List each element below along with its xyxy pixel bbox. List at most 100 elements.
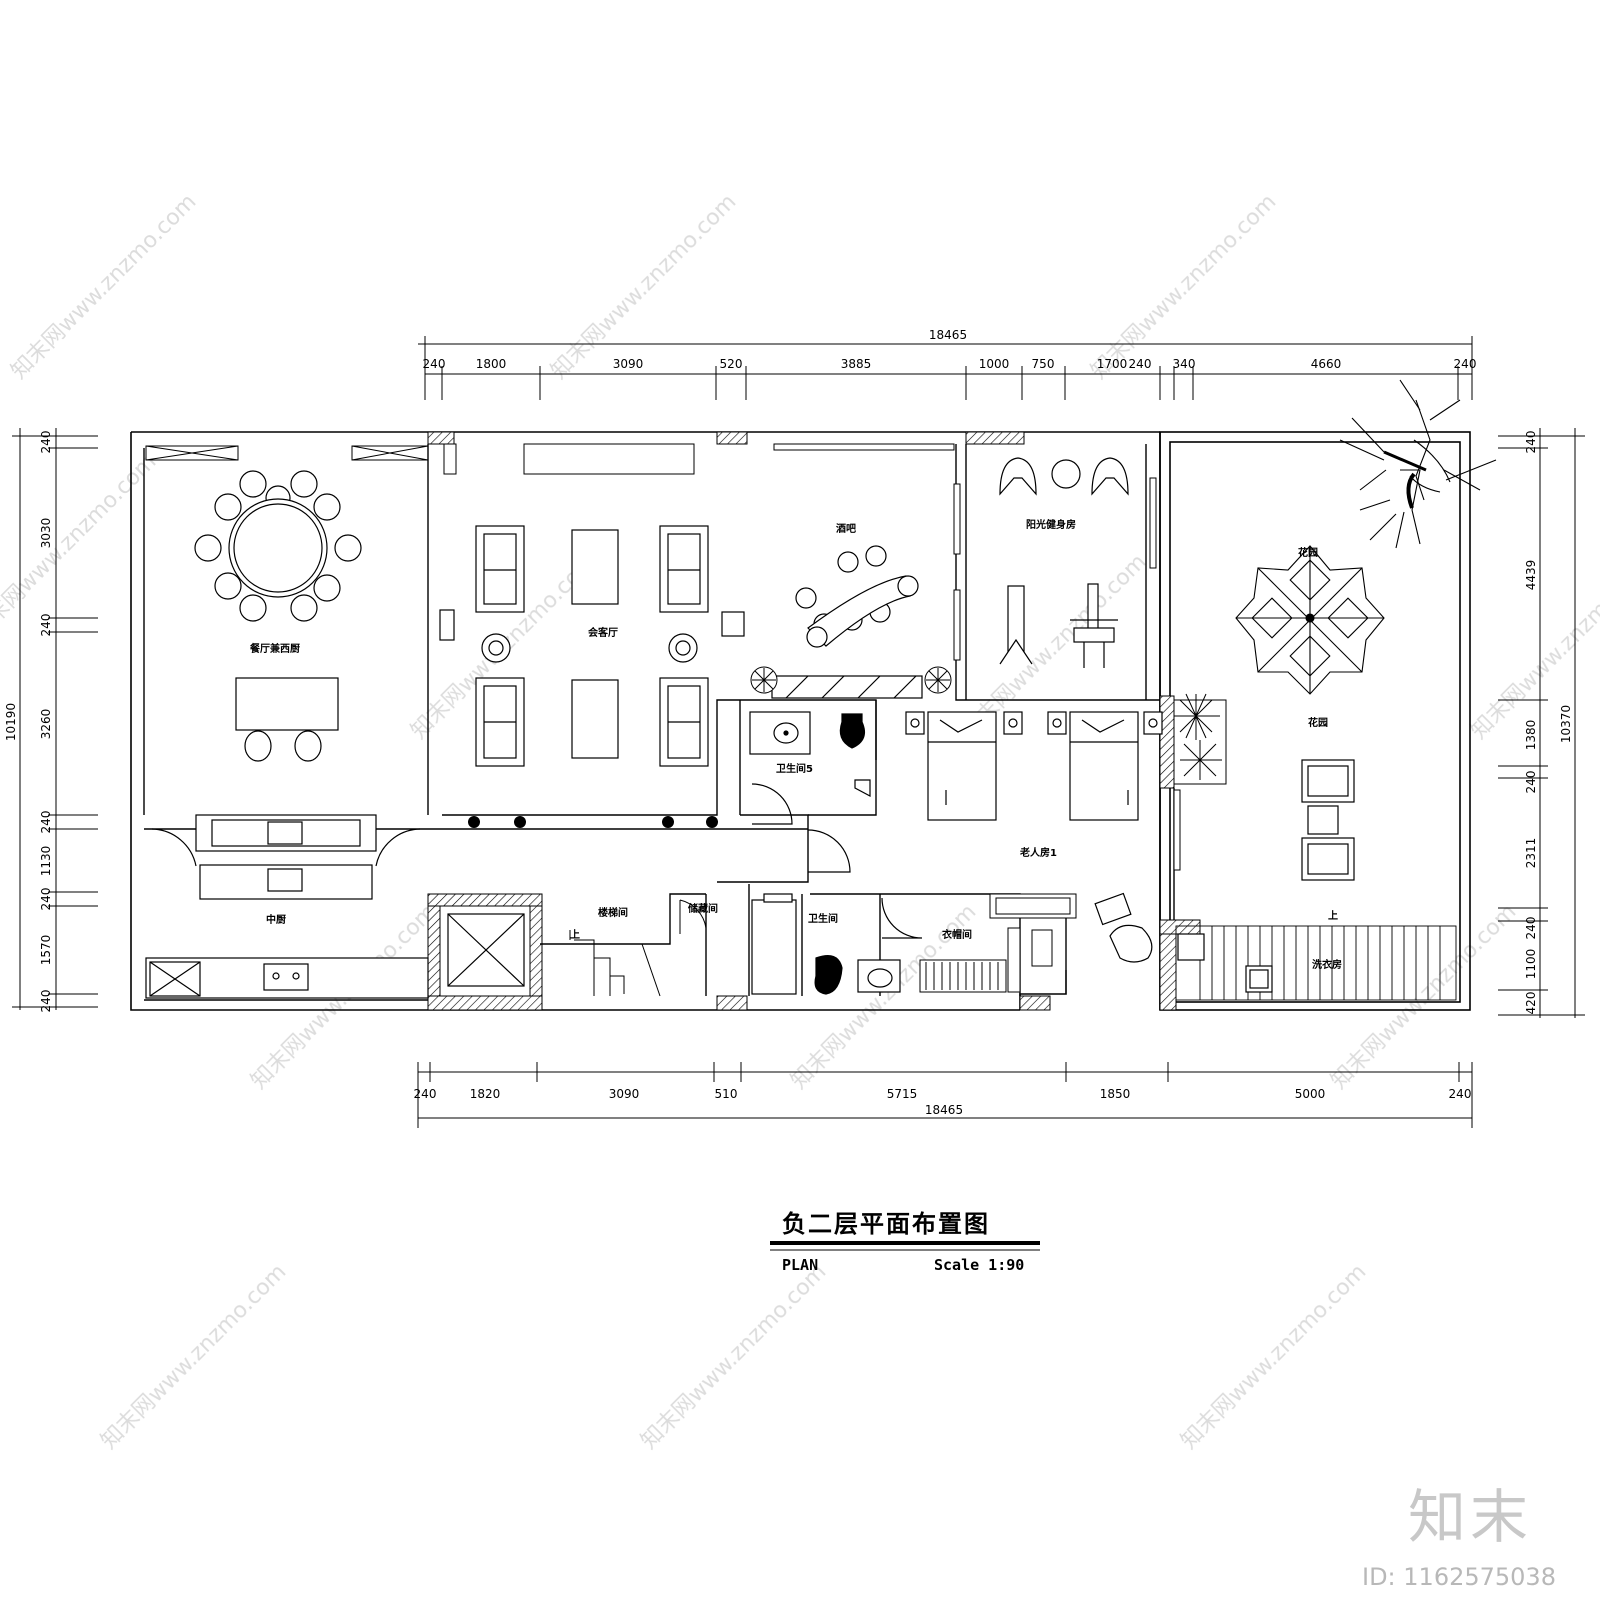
dim-label: 240: [39, 431, 53, 454]
dim-label: 240: [1449, 1087, 1472, 1101]
dim-label: 1700: [1097, 357, 1128, 371]
dim-label: 240: [39, 614, 53, 637]
top-dimension-labels: 240 1800 3090 520 3885 1000 750 1700 240…: [423, 357, 1477, 371]
watermark-text: 知末网www.znzmo.com: [97, 1259, 292, 1454]
title-underline: [770, 1241, 1040, 1251]
room-label-stair-hall: 楼梯间: [598, 906, 628, 919]
dim-label: 3090: [609, 1087, 640, 1101]
bedroom-door: [807, 829, 851, 873]
watermark-text: 知末网www.znzmo.com: [1177, 1259, 1372, 1454]
watermark-text: 知末网www.znzmo.com: [637, 1259, 832, 1454]
watermark-text: 知末网www.znzmo.com: [787, 899, 982, 1094]
nightstands: [905, 711, 1163, 735]
bar-counter: [795, 545, 919, 648]
gym-equipment: [999, 583, 1118, 668]
dim-left-total: 10190: [4, 703, 18, 741]
laundry-fixtures: [1177, 933, 1273, 993]
elevator-shaft: [447, 913, 525, 987]
drawing-title: 负二层平面布置图: [782, 1209, 990, 1238]
room-label-gym: 阳光健身房: [1026, 518, 1076, 531]
windows: [145, 443, 955, 475]
garden-tree-icon: [1339, 379, 1497, 549]
dim-label: 3260: [39, 709, 53, 740]
dim-label: 2311: [1524, 838, 1538, 869]
dim-label: 1130: [39, 846, 53, 877]
dim-label: 1380: [1524, 720, 1538, 751]
garden-lounge-chairs: [1301, 759, 1355, 881]
dim-label: 240: [423, 357, 446, 371]
plan-label: PLAN: [782, 1256, 819, 1274]
up-mark-garden: 上: [1328, 909, 1338, 922]
dim-label: 240: [1524, 917, 1538, 940]
dim-label: 240: [1524, 771, 1538, 794]
dim-label: 750: [1032, 357, 1055, 371]
room-label-laundry: 洗衣房: [1312, 958, 1342, 971]
dim-label: 5000: [1295, 1087, 1326, 1101]
dim-right-total: 10370: [1559, 705, 1573, 743]
storage-door: [679, 899, 707, 934]
rect-dining-table: [235, 677, 339, 762]
right-dimension-labels: 240 4439 1380 240 2311 240 1100 420: [1524, 431, 1538, 1015]
structural-columns: [427, 431, 1201, 1011]
dim-bottom-total: 18465: [925, 1103, 963, 1117]
room-label-bar: 酒吧: [836, 522, 856, 535]
room-label-cloakroom: 衣帽间: [942, 928, 972, 941]
column-dots: [443, 443, 718, 828]
laundry-deck: [1175, 925, 1457, 1001]
watermark-text: 知末网www.znzmo.com: [0, 449, 161, 644]
room-label-bath5: 卫生间5: [776, 762, 813, 775]
glass-partitions: [953, 477, 1181, 871]
dim-label: 1800: [476, 357, 507, 371]
bottom-dimension-chain: [417, 1062, 1473, 1128]
bottom-dimension-labels: 240 1820 3090 510 5715 1850 5000 240: [414, 1087, 1472, 1101]
gym-lounge-chairs: [999, 457, 1129, 496]
dim-label: 240: [1524, 431, 1538, 454]
garden-umbrella: [1235, 545, 1385, 695]
dim-label: 1100: [1524, 949, 1538, 980]
dim-label: 240: [1454, 357, 1477, 371]
room-label-storage: 储藏间: [687, 902, 718, 915]
dim-label: 4439: [1524, 560, 1538, 591]
room-label-garden: 花园: [1308, 716, 1328, 729]
watermark-text: 知末网www.znzmo.com: [1087, 189, 1282, 384]
dim-label: 3090: [613, 357, 644, 371]
dim-label: 420: [1524, 992, 1538, 1015]
dim-label: 240: [1129, 357, 1152, 371]
watermark-text: 知末网www.znzmo.com: [547, 189, 742, 384]
plant-icon: [1173, 693, 1227, 785]
living-sofas: [439, 525, 745, 767]
bathroom-5-fixtures: [749, 711, 871, 825]
dim-label: 240: [414, 1087, 437, 1101]
dim-label: 520: [720, 357, 743, 371]
staircase: [569, 930, 661, 997]
dim-label: 340: [1173, 357, 1196, 371]
side-table-lamps: [481, 633, 698, 663]
room-label-dining: 餐厅兼西厨: [249, 642, 300, 655]
scale-label: Scale 1:90: [934, 1256, 1025, 1274]
dim-label: 3885: [841, 357, 872, 371]
dim-label: 5715: [887, 1087, 918, 1101]
bar-cabinet: [771, 675, 923, 699]
dim-label: 1570: [39, 935, 53, 966]
top-dimension-chain: [418, 336, 1473, 400]
kitchen-island: [151, 814, 421, 900]
bedroom-armchairs: [1094, 892, 1153, 963]
room-label-living: 会客厅: [588, 626, 618, 639]
kitchen-counter: [145, 957, 429, 999]
dim-label: 240: [39, 888, 53, 911]
right-dimension-chain: [1498, 428, 1585, 1018]
left-dimension-labels: 240 3030 240 3260 240 1130 240 1570 240: [39, 431, 53, 1013]
left-dimension-chain: [12, 428, 98, 1010]
room-label-bath: 卫生间: [808, 912, 838, 925]
dim-top-total: 18465: [929, 328, 967, 342]
round-dining-table: [194, 470, 362, 622]
bathroom-fixtures: [751, 893, 923, 995]
room-label-elder-room: 老人房1: [1019, 846, 1057, 859]
watermark-text: 知末网www.znzmo.com: [7, 189, 202, 384]
dim-label: 240: [39, 990, 53, 1013]
bedroom-beds: [927, 711, 1139, 821]
dim-label: 4660: [1311, 357, 1342, 371]
cloakroom-wardrobe: [919, 893, 1077, 993]
room-label-garden-top: 花园: [1298, 546, 1318, 559]
